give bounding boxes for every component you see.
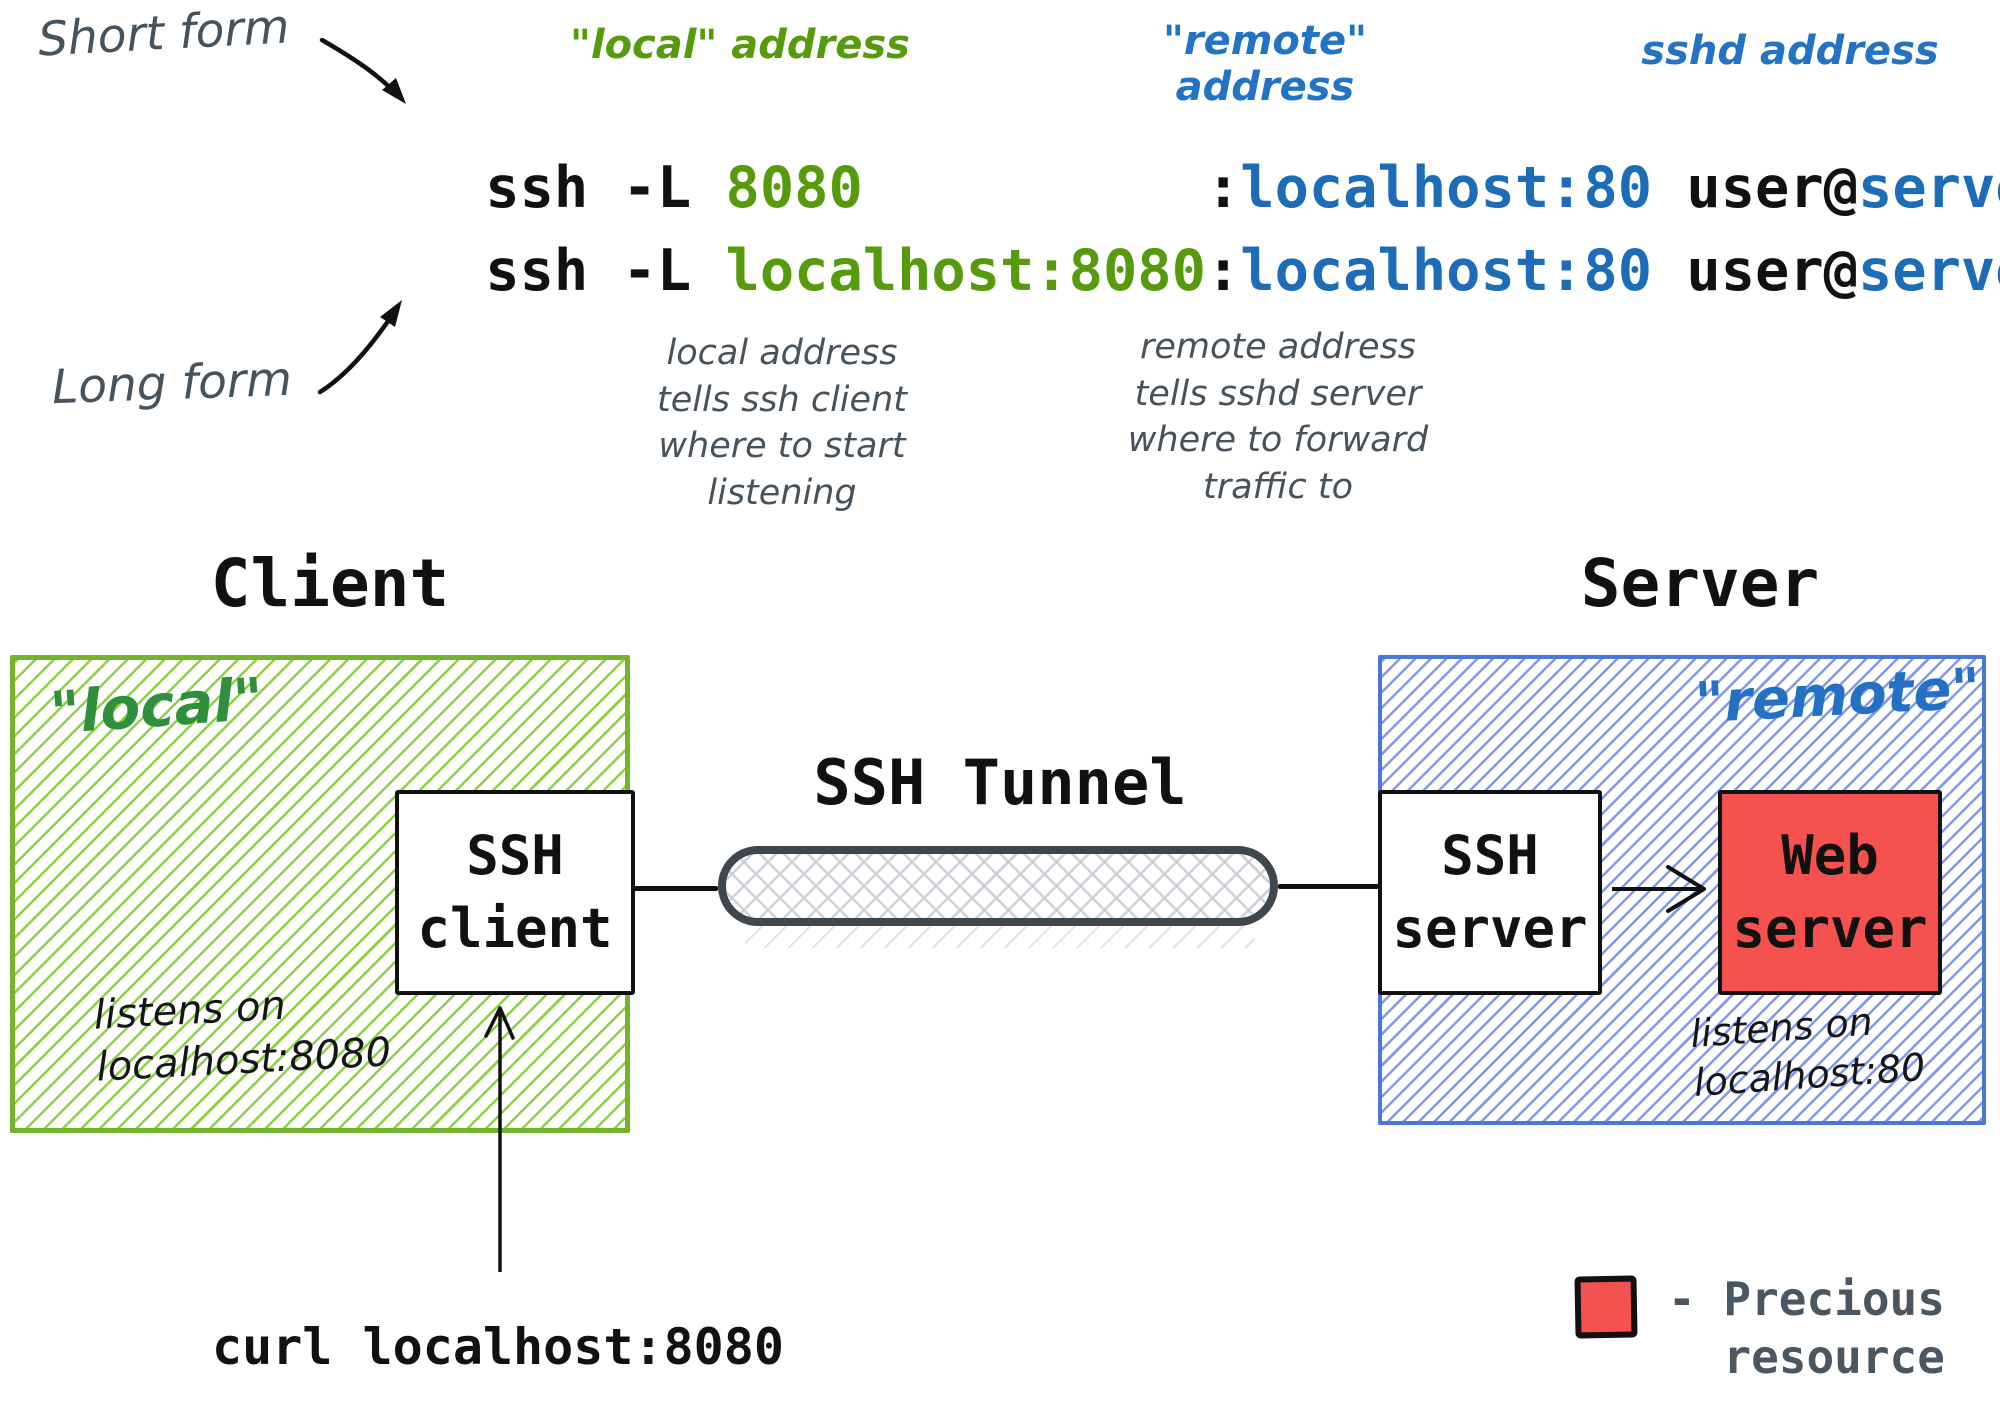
cmd-long-prefix: ssh -L (485, 237, 726, 304)
curl-command: curl localhost:8080 (212, 1318, 784, 1376)
cmd-short-remote-address: localhost:80 (1240, 154, 1653, 221)
client-title: Client (210, 545, 450, 622)
long-form-label: Long form (51, 351, 293, 416)
cmd-long-local-address: localhost:8080 (725, 237, 1206, 304)
server-title: Server (1580, 545, 1820, 622)
ssh-client-box: SSH client (395, 790, 635, 995)
cmd-short-user: user@ (1652, 154, 1858, 221)
ssh-tunnel-title: SSH Tunnel (813, 746, 1187, 819)
ssh-tunnel-pipe (718, 846, 1278, 926)
remote-address-annotation: remote address tells sshd server where t… (1127, 327, 1429, 507)
cmd-short-prefix: ssh -L (485, 154, 726, 221)
client-listen-note: listens on localhost:8080 (92, 982, 393, 1091)
cmd-long-colon: : (1205, 237, 1241, 304)
ssh-server-box: SSH server (1378, 790, 1602, 995)
remote-address-header: "remote" address (1163, 18, 1367, 110)
ssh-command-short: ssh -L 8080 :localhost:80 user@server (348, 90, 2000, 287)
cmd-long-remote-address: localhost:80 (1240, 237, 1653, 304)
cmd-long-user: user@ (1652, 237, 1858, 304)
cmd-long-server: server (1857, 237, 2000, 304)
cmd-short-local-address: 8080 (725, 154, 863, 221)
tunnel-server-connector (1278, 884, 1379, 889)
local-address-header: "local" address (570, 22, 910, 68)
cmd-short-server: server (1858, 154, 2000, 221)
client-tunnel-connector (631, 886, 718, 891)
local-address-annotation: local address tells ssh client where to … (657, 333, 907, 513)
sshd-address-header: sshd address (1641, 28, 1939, 74)
precious-resource-swatch (1574, 1275, 1638, 1339)
precious-resource-label: - Precious resource (1668, 1272, 1945, 1385)
server-listen-note: listens on localhost:80 (1688, 999, 1927, 1106)
ssh-command-long: ssh -L localhost:8080:localhost:80 user@… (348, 173, 2000, 370)
web-server-box: Web server (1718, 790, 1942, 995)
cmd-short-colon: : (1205, 154, 1241, 221)
short-form-label: Short form (36, 0, 291, 68)
